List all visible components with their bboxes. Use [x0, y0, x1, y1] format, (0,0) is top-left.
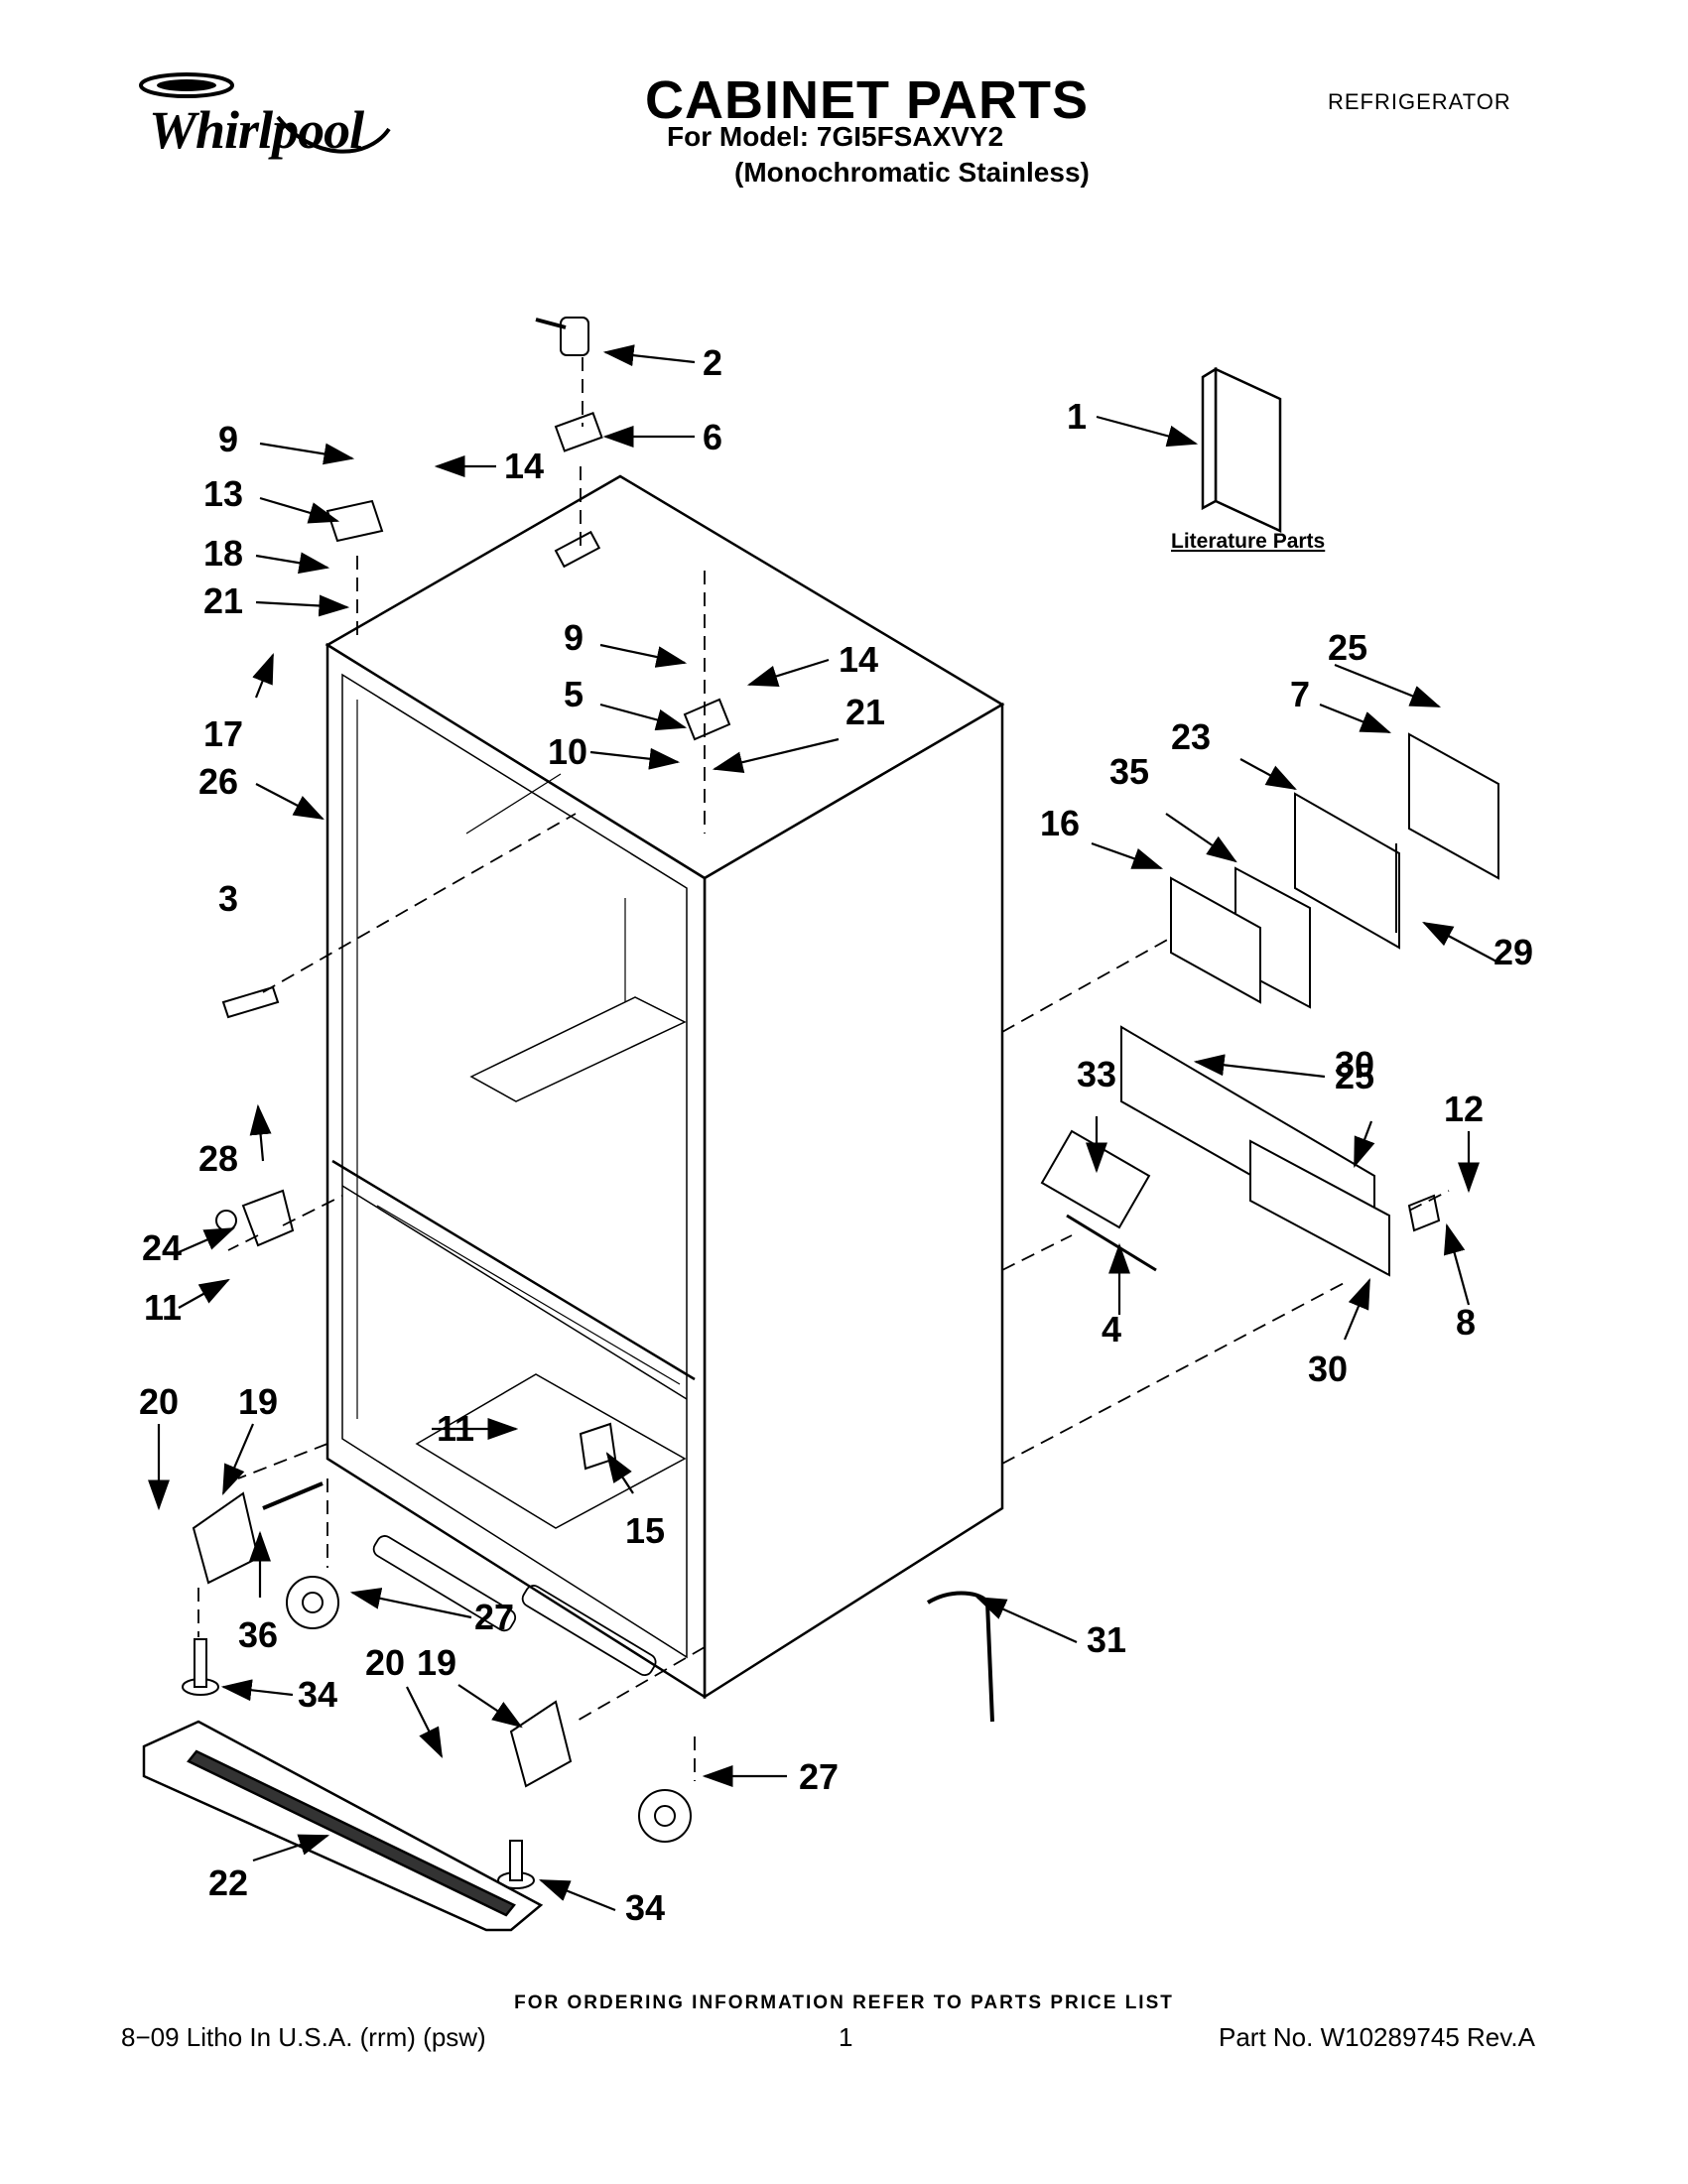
- callout-2: 2: [703, 342, 722, 383]
- callout-36: 36: [238, 1614, 278, 1655]
- part-number: Part No. W10289745 Rev.A: [1219, 2022, 1535, 2052]
- callout-21: 21: [203, 580, 243, 621]
- alignment-lines: [197, 357, 1450, 1781]
- callout-9b: 9: [564, 617, 584, 658]
- callout-27: 27: [474, 1597, 514, 1637]
- callout-25b: 25: [1335, 1056, 1374, 1096]
- callout-33: 33: [1077, 1054, 1116, 1094]
- callout-20: 20: [139, 1381, 179, 1422]
- whirlpool-logo: [139, 72, 391, 154]
- finish-line: (Monochromatic Stainless): [734, 157, 1090, 188]
- callout-3: 3: [218, 878, 238, 919]
- callout-6: 6: [703, 417, 722, 457]
- callout-14: 14: [504, 446, 544, 486]
- callout-5: 5: [564, 674, 584, 714]
- callout-1: 1: [1067, 396, 1087, 437]
- page-number: 1: [839, 2022, 853, 2052]
- callout-4: 4: [1102, 1309, 1121, 1349]
- hardware-parts: [182, 317, 1441, 1889]
- literature-book: [1201, 366, 1282, 533]
- control-box-assembly: [1170, 732, 1499, 1009]
- callout-31: 31: [1087, 1619, 1126, 1660]
- callout-20b: 20: [365, 1642, 405, 1683]
- callout-13: 13: [203, 473, 243, 514]
- callout-8: 8: [1456, 1302, 1476, 1343]
- callout-26: 26: [198, 761, 238, 802]
- callout-18: 18: [203, 533, 243, 574]
- brand-logo-text: Whirlpool: [149, 100, 364, 160]
- callout-11: 11: [144, 1287, 182, 1328]
- callout-23: 23: [1171, 716, 1211, 757]
- callout-12: 12: [1444, 1089, 1484, 1129]
- callout-24: 24: [142, 1227, 182, 1268]
- callout-30-top: 30: [1335, 1044, 1375, 1085]
- rear-access-cover: [1040, 1025, 1390, 1277]
- callout-11b: 11: [437, 1408, 474, 1449]
- litho-info: 8−09 Litho In U.S.A. (rrm) (psw): [121, 2022, 486, 2052]
- callout-34b: 34: [625, 1887, 665, 1928]
- callout-10: 10: [548, 731, 587, 772]
- page-title: CABINET PARTS: [645, 70, 1090, 130]
- callout-19b: 19: [417, 1642, 456, 1683]
- callout-27b: 27: [799, 1756, 839, 1797]
- callout-19: 19: [238, 1381, 278, 1422]
- literature-parts-label: Literature Parts: [1171, 530, 1325, 553]
- callout-17: 17: [203, 713, 243, 754]
- callout-21b: 21: [845, 692, 885, 732]
- leader-arrows: [148, 344, 1499, 1912]
- callout-35: 35: [1109, 751, 1149, 792]
- callout-34: 34: [298, 1674, 337, 1715]
- callout-15: 15: [625, 1510, 665, 1551]
- callout-16: 16: [1040, 803, 1080, 843]
- callout-30b: 30: [1308, 1349, 1348, 1389]
- toe-grille: [142, 1720, 544, 1932]
- callout-29: 29: [1493, 932, 1533, 972]
- callout-7: 7: [1290, 674, 1310, 714]
- callout-28: 28: [198, 1138, 238, 1179]
- appliance-type: REFRIGERATOR: [1328, 89, 1511, 114]
- model-line: For Model: 7GI5FSAXVY2: [667, 121, 1004, 152]
- ordering-note: FOR ORDERING INFORMATION REFER TO PARTS …: [514, 1992, 1174, 2013]
- callout-14b: 14: [839, 639, 878, 680]
- callout-9: 9: [218, 419, 238, 459]
- callout-numbers: 1 2 3 4 5 6 7 8 9 9 10 11 11 12 13 14 14…: [139, 342, 1533, 1928]
- callout-22: 22: [208, 1863, 248, 1903]
- callout-25: 25: [1328, 627, 1367, 668]
